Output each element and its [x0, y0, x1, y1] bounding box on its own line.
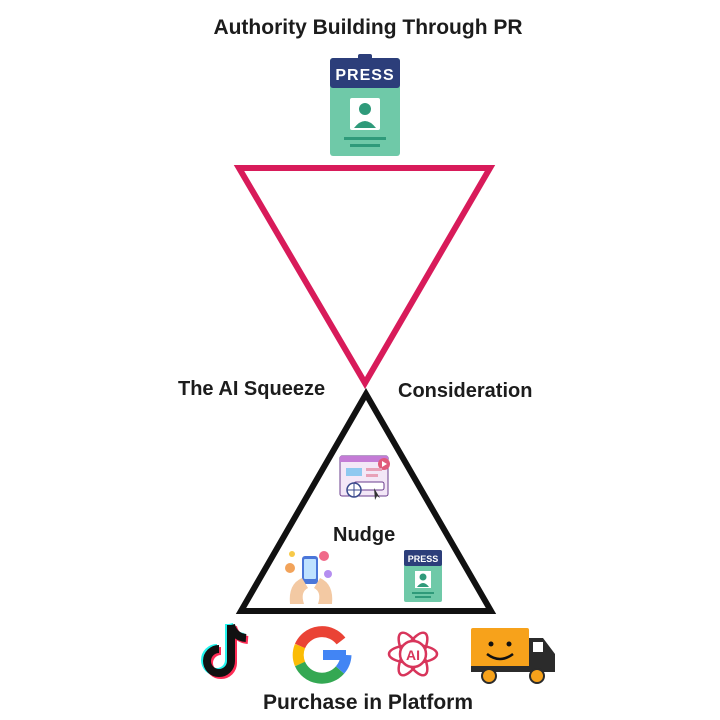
web-browser-icon: [339, 455, 390, 500]
awareness-funnel: [233, 165, 496, 389]
ai-icon-text: AI: [406, 647, 420, 663]
ai-squeeze-label: The AI Squeeze: [178, 378, 326, 400]
phone-hands-icon: [285, 551, 333, 604]
press-badge-text: PRESS: [335, 67, 394, 84]
google-icon: [292, 626, 352, 684]
tiktok-icon: [201, 622, 249, 679]
purchase-label: Purchase in Platform: [262, 691, 474, 714]
conversion-triangle: [235, 387, 497, 614]
ai-icon: AI: [387, 631, 439, 677]
consideration-label: Consideration: [398, 380, 533, 402]
diagram-title: Authority Building Through PR: [213, 16, 523, 39]
delivery-truck-icon: [471, 628, 555, 684]
press-badge-small-text: PRESS: [408, 554, 439, 564]
press-badge-small-icon: PRESS: [404, 550, 442, 602]
nudge-label: Nudge: [333, 524, 396, 546]
press-badge-icon: PRESS: [330, 54, 400, 156]
